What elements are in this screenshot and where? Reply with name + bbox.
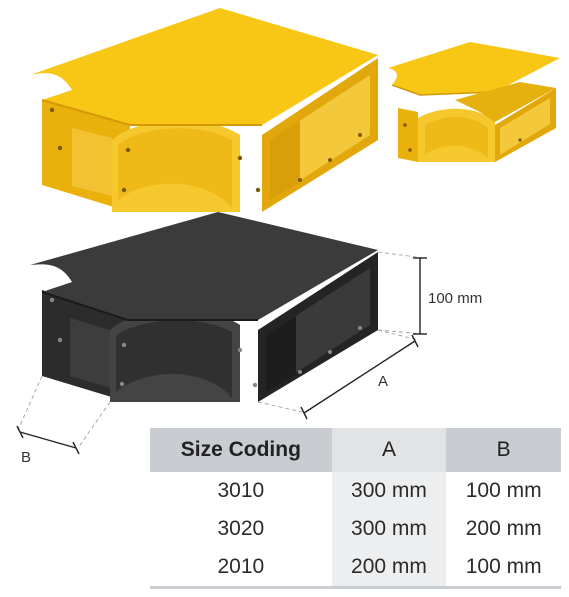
cell-size-code: 3020	[150, 510, 332, 548]
table-header-row: Size Coding A B	[150, 428, 561, 472]
b-dimension-label: B	[21, 449, 32, 466]
dimension-lines	[16, 251, 427, 455]
header-a: A	[331, 428, 447, 472]
cell-a: 300 mm	[331, 510, 447, 548]
yellow-tee-exploded	[388, 42, 560, 162]
cell-a: 200 mm	[331, 548, 447, 589]
yellow-tee-assembled	[30, 8, 378, 212]
size-coding-table: Size Coding A B 3010 300 mm 100 mm 3020 …	[150, 428, 561, 589]
cell-b: 200 mm	[446, 510, 561, 548]
table-row: 2010 200 mm 100 mm	[150, 548, 561, 589]
table-row: 3020 300 mm 200 mm	[150, 510, 561, 548]
cell-a: 300 mm	[331, 472, 447, 510]
height-dimension-label: 100 mm	[428, 290, 483, 307]
header-b: B	[446, 428, 561, 472]
cell-b: 100 mm	[446, 472, 561, 510]
cell-b: 100 mm	[446, 548, 561, 589]
header-size-coding: Size Coding	[150, 428, 332, 472]
black-tee-assembled	[30, 212, 378, 402]
a-dimension-label: A	[378, 373, 389, 390]
cell-size-code: 3010	[150, 472, 332, 510]
cell-size-code: 2010	[150, 548, 332, 589]
table-row: 3010 300 mm 100 mm	[150, 472, 561, 510]
